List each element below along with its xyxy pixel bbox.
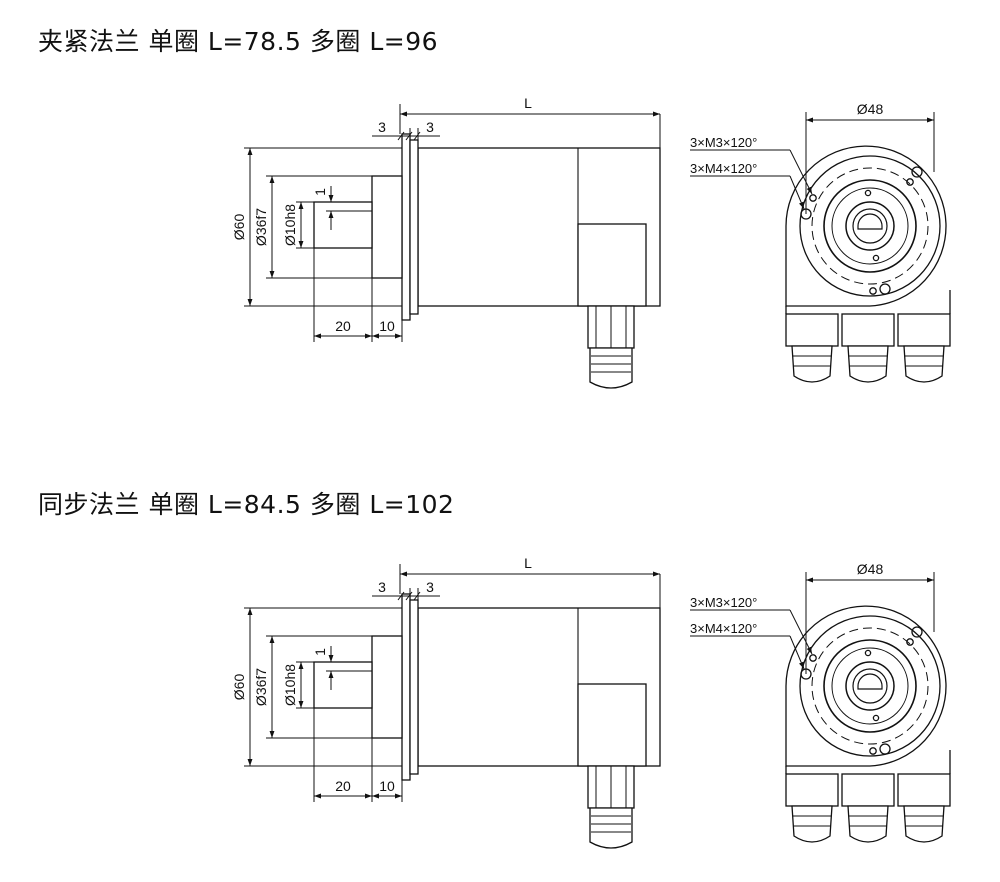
thread-label-m3: 3×M3×120° <box>690 595 757 610</box>
centering-collar <box>371 175 403 279</box>
encoder-drawing-svg: L 3 3 Ø60 Ø36f7 Ø10h8 1 20 10 <box>231 95 951 389</box>
dim-label-flat: 1 <box>312 648 328 656</box>
leader-m4 <box>789 175 805 210</box>
mount-hole-m3-top <box>906 178 914 186</box>
dim-label-len20: 20 <box>335 318 351 334</box>
leader-m4 <box>789 635 805 670</box>
collar-screw-bottom <box>872 254 880 262</box>
flange-disc-front <box>401 593 411 781</box>
dim-label-dia10: Ø10h8 <box>282 664 298 706</box>
thread-label-m4: 3×M4×120° <box>690 621 757 636</box>
dim-label-L: L <box>524 555 532 571</box>
front-dimensions <box>690 112 935 214</box>
front-recess <box>823 179 917 273</box>
mount-hole-m4-bottom <box>879 283 891 295</box>
dim-label-gap1: 3 <box>378 579 386 595</box>
dim-label-dia60: Ø60 <box>231 214 247 241</box>
shaft-end-face <box>857 673 883 690</box>
thread-label-m4: 3×M4×120° <box>690 161 757 176</box>
front-flange-outline <box>785 605 947 767</box>
dim-label-dia36: Ø36f7 <box>253 668 269 706</box>
dim-label-L: L <box>524 95 532 111</box>
mount-hole-m3-left <box>809 654 817 662</box>
front-flange-outline <box>785 145 947 307</box>
side-dimension-labels: L 3 3 Ø60 Ø36f7 Ø10h8 1 20 10 <box>231 95 532 334</box>
flange-disc-front <box>401 133 411 321</box>
dim-label-dia36: Ø36f7 <box>253 208 269 246</box>
front-cable-glands <box>785 750 951 843</box>
mount-hole-m3-top <box>906 638 914 646</box>
side-dimensions <box>244 564 661 802</box>
dim-label-len10: 10 <box>379 778 395 794</box>
collar-screw-bottom <box>872 714 880 722</box>
front-recess-inner <box>831 647 909 725</box>
front-recess <box>823 639 917 733</box>
leader-m3 <box>789 149 813 195</box>
dim-label-flat: 1 <box>312 188 328 196</box>
connector-block <box>577 683 647 767</box>
collar-face <box>845 661 895 711</box>
encoder-drawing-svg: L 3 3 Ø60 Ø36f7 Ø10h8 1 20 10 <box>231 555 951 849</box>
collar-screw-top <box>864 649 872 657</box>
thread-label-m3: 3×M3×120° <box>690 135 757 150</box>
dim-label-dia10: Ø10h8 <box>282 204 298 246</box>
front-flange-ring <box>799 155 941 297</box>
mount-hole-m3-left <box>809 194 817 202</box>
front-view <box>785 145 951 383</box>
mount-hole-m4-top <box>911 626 923 638</box>
connector-block <box>577 223 647 307</box>
side-dimension-labels: L 3 3 Ø60 Ø36f7 Ø10h8 1 20 10 <box>231 555 532 794</box>
leader-m3 <box>789 609 813 655</box>
collar-inner <box>852 668 888 704</box>
front-cable-glands <box>785 290 951 383</box>
cable-gland <box>587 305 635 389</box>
front-flange-ring <box>799 615 941 757</box>
front-dimension-labels: Ø48 3×M3×120° 3×M4×120° <box>690 561 883 636</box>
bolt-circle-m4 <box>811 167 929 285</box>
flange-disc-rear <box>409 599 419 775</box>
side-view <box>313 593 661 849</box>
bolt-circle-m4 <box>811 627 929 745</box>
front-dimensions <box>690 572 935 674</box>
front-dimension-labels: Ø48 3×M3×120° 3×M4×120° <box>690 101 883 176</box>
dim-label-dia60: Ø60 <box>231 674 247 701</box>
dim-label-gap1: 3 <box>378 119 386 135</box>
centering-collar <box>371 635 403 739</box>
flange-disc-rear <box>409 139 419 315</box>
section-title-synchro-flange: 同步法兰 单圈 L=84.5 多圈 L=102 <box>38 490 455 519</box>
dim-label-dia48: Ø48 <box>857 101 884 117</box>
mount-hole-m3-bottom <box>869 747 877 755</box>
cable-gland <box>587 765 635 849</box>
dim-label-gap2: 3 <box>426 119 434 135</box>
shaft <box>313 661 373 709</box>
front-view <box>785 605 951 843</box>
shaft <box>313 201 373 249</box>
dim-label-len10: 10 <box>379 318 395 334</box>
mount-hole-m4-top <box>911 166 923 178</box>
dim-label-gap2: 3 <box>426 579 434 595</box>
side-dimensions <box>244 104 661 342</box>
drawing-synchro-flange: L 3 3 Ø60 Ø36f7 Ø10h8 1 20 10 <box>0 550 1000 880</box>
dim-label-len20: 20 <box>335 778 351 794</box>
collar-screw-top <box>864 189 872 197</box>
shaft-end-face <box>857 213 883 230</box>
mount-hole-m4-bottom <box>879 743 891 755</box>
front-recess-inner <box>831 187 909 265</box>
side-view <box>313 133 661 389</box>
collar-inner <box>852 208 888 244</box>
section-title-clamping-flange: 夹紧法兰 单圈 L=78.5 多圈 L=96 <box>38 27 439 56</box>
collar-face <box>845 201 895 251</box>
mount-hole-m3-bottom <box>869 287 877 295</box>
dim-label-dia48: Ø48 <box>857 561 884 577</box>
drawing-clamping-flange: L 3 3 Ø60 Ø36f7 Ø10h8 1 20 10 <box>0 90 1000 420</box>
